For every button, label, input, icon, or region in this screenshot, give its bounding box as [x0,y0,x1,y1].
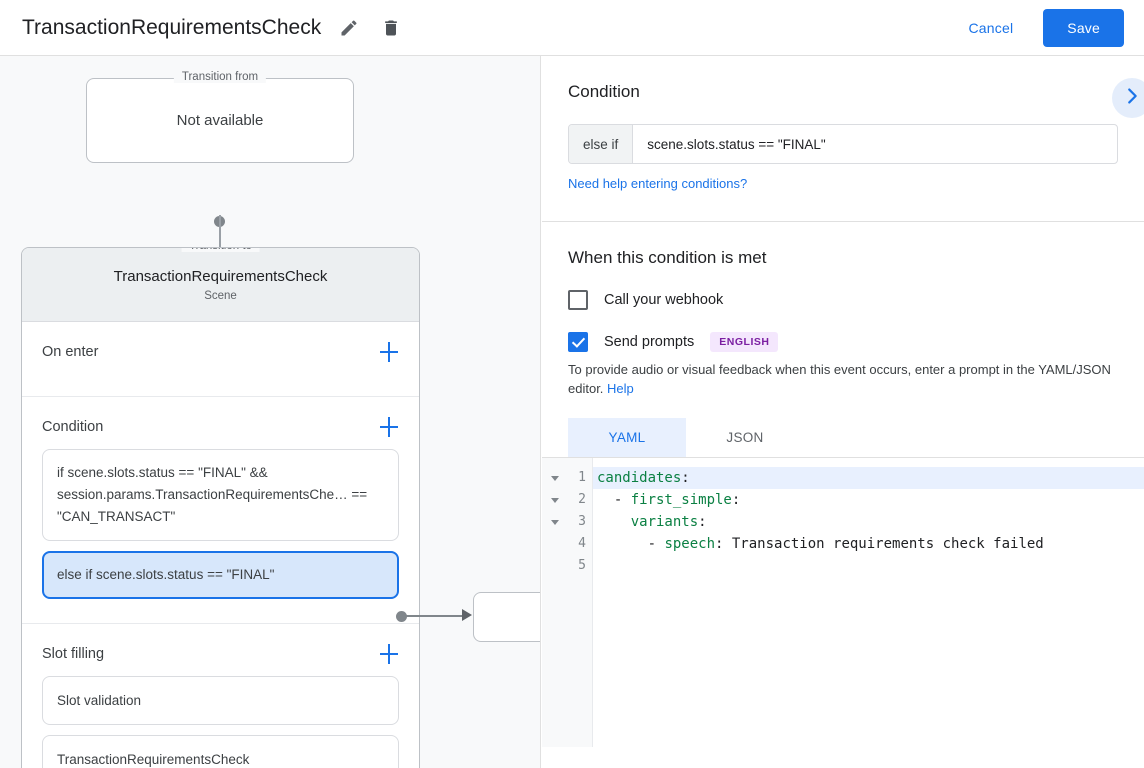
prompts-helper-sentence: To provide audio or visual feedback when… [568,362,1111,396]
chevron-down-icon [550,497,559,503]
yaml-editor[interactable]: 1 2 3 4 5 candidates: - first_simple: va… [542,457,1144,747]
transition-to-header: Transition to TransactionRequirementsChe… [22,248,419,322]
add-condition-button[interactable] [377,415,401,439]
connector-vertical-line [219,215,221,277]
details-panel: Condition else if Need help entering con… [542,56,1144,768]
fold-toggle-4 [542,533,567,555]
code-content[interactable]: candidates: - first_simple: variants: - … [593,458,1144,747]
condition-prefix-label: else if [569,125,634,163]
line-number: 1 [578,470,586,485]
delete-button[interactable] [377,14,405,42]
prompts-help-link[interactable]: Help [607,381,634,396]
condition-expression-input[interactable] [633,125,1117,163]
panel-condition-section: Condition else if Need help entering con… [542,56,1144,222]
fold-toggle-1[interactable] [542,467,567,489]
fold-toggle-5 [542,555,567,577]
condition-link-arrow [462,609,472,621]
send-prompts-label: Send prompts [604,334,695,350]
cancel-button[interactable]: Cancel [957,11,1026,45]
section-condition-title: Condition [42,419,104,435]
transition-to-node[interactable]: Transition to TransactionRequirementsChe… [21,247,420,768]
app-header: TransactionRequirementsCheck Cancel Save [0,0,1144,56]
slot-card-transaction-requirements-check[interactable]: TransactionRequirementsCheck [42,735,399,768]
collapse-panel-button[interactable] [1112,78,1144,118]
pencil-icon [339,18,359,38]
prompts-helper-text: To provide audio or visual feedback when… [568,360,1118,398]
line-number-gutter: 1 2 3 4 5 [567,458,593,747]
add-on-enter-button[interactable] [377,340,401,364]
code-line: - speech: Transaction requirements check… [597,536,1044,552]
transition-from-title: Not available [176,112,264,129]
line-number: 5 [578,558,586,573]
slot-card-validation[interactable]: Slot validation [42,676,399,725]
fold-gutter [542,458,567,747]
send-prompts-checkbox[interactable] [568,332,588,352]
add-slot-filling-button[interactable] [377,642,401,666]
webhook-row[interactable]: Call your webhook [568,290,1118,310]
condition-link-dot [396,611,407,622]
section-condition-header: Condition [22,397,419,449]
trash-icon [381,18,401,38]
section-condition: Condition if scene.slots.status == "FINA… [22,397,419,624]
section-slot-filling: Slot filling Slot validation Transaction… [22,624,419,768]
section-slot-filling-title: Slot filling [42,646,105,662]
section-slot-filling-header: Slot filling [22,624,419,676]
transition-to-subtitle: Scene [204,289,237,302]
condition-card-if[interactable]: if scene.slots.status == "FINAL" && sess… [42,449,399,541]
call-webhook-checkbox[interactable] [568,290,588,310]
next-node-card[interactable] [473,592,540,642]
fold-toggle-2[interactable] [542,489,567,511]
condition-input-row[interactable]: else if [568,124,1118,164]
line-number: 3 [578,514,586,529]
condition-help-link[interactable]: Need help entering conditions? [568,176,748,191]
panel-condition-heading: Condition [568,82,640,101]
fold-toggle-3[interactable] [542,511,567,533]
transition-to-name: TransactionRequirementsCheck [113,267,328,285]
section-on-enter-header: On enter [22,322,419,382]
line-number: 2 [578,492,586,507]
save-button[interactable]: Save [1043,8,1124,47]
chevron-down-icon [550,519,559,525]
transition-to-legend: Transition to [181,248,260,252]
condition-link-line [405,615,465,617]
tab-yaml[interactable]: YAML [568,418,686,457]
transition-from-node[interactable]: Transition from Not available [86,71,354,163]
flow-canvas[interactable]: Transition from Not available Transition… [0,56,541,768]
tab-json[interactable]: JSON [726,430,764,445]
language-badge: ENGLISH [710,332,779,352]
edit-title-button[interactable] [335,14,363,42]
code-line [593,555,1144,577]
code-line: variants: [630,514,707,530]
call-webhook-label: Call your webhook [604,292,724,308]
code-line: candidates: [593,467,1144,489]
panel-when-met-section: When this condition is met Call your web… [542,222,1144,457]
page-title: TransactionRequirementsCheck [22,15,322,39]
section-on-enter: On enter [22,322,419,397]
chevron-down-icon [550,475,559,481]
body-wrapper: Transition from Not available Transition… [0,56,1144,768]
line-number: 4 [578,536,586,551]
when-met-heading: When this condition is met [568,248,767,267]
transition-from-legend: Transition from [173,71,267,83]
code-line: - first_simple: [597,492,741,508]
send-prompts-row[interactable]: Send prompts ENGLISH [568,332,1118,352]
editor-format-tabs: YAML JSON [568,418,1118,457]
section-on-enter-title: On enter [42,344,99,360]
chevron-right-icon [1121,85,1143,112]
condition-card-else-if[interactable]: else if scene.slots.status == "FINAL" [42,551,399,599]
